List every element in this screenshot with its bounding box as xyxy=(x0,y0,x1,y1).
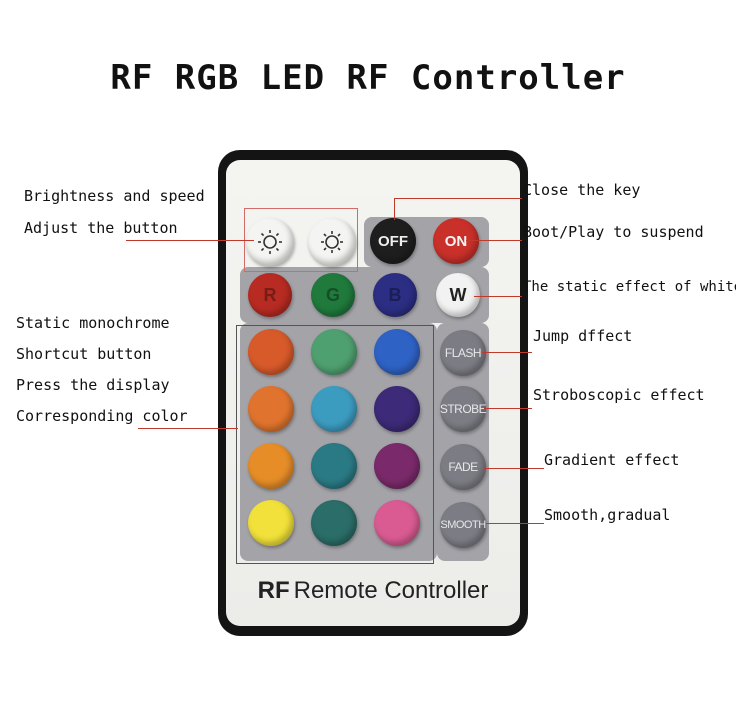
color-grid-highlight-box xyxy=(236,325,434,564)
annotation-boot-play: Boot/Play to suspend xyxy=(523,223,704,241)
strobe-button[interactable]: STROBE xyxy=(440,386,487,432)
leader-line-jump xyxy=(482,352,532,353)
brand-prefix: RF xyxy=(257,577,290,604)
annotation-jump: Jump dffect xyxy=(533,327,633,345)
annotation-static-white: The static effect of white xyxy=(523,279,736,295)
color-button[interactable] xyxy=(311,443,357,489)
flash-button[interactable]: FLASH xyxy=(440,330,486,376)
smooth-button[interactable]: SMOOTH xyxy=(440,502,486,548)
page-title: RF RGB LED RF Controller xyxy=(110,58,626,98)
leader-line-close-key xyxy=(394,198,522,199)
leader-line-boot-play xyxy=(466,240,522,241)
color-button[interactable] xyxy=(311,500,357,546)
color-button[interactable] xyxy=(248,443,294,489)
red-button[interactable]: R xyxy=(248,273,292,317)
annotation-smooth: Smooth,gradual xyxy=(544,506,671,524)
off-button[interactable]: OFF xyxy=(370,218,416,264)
color-button[interactable] xyxy=(374,329,420,375)
leader-line-close-key-drop xyxy=(394,198,395,220)
color-button[interactable] xyxy=(248,500,294,546)
leader-line-brightness xyxy=(126,240,254,241)
annotation-corresponding: Corresponding color xyxy=(16,407,188,425)
on-button[interactable]: ON xyxy=(433,218,479,264)
annotation-close-key: Close the key xyxy=(523,181,641,199)
annotation-press-display: Press the display xyxy=(16,376,170,394)
brightness-up-button[interactable] xyxy=(246,218,294,266)
fade-button[interactable]: FADE xyxy=(440,444,486,490)
annotation-strobe: Stroboscopic effect xyxy=(533,386,705,404)
annotation-brightness-2: Adjust the button xyxy=(24,219,178,237)
color-button[interactable] xyxy=(374,443,420,489)
color-button[interactable] xyxy=(374,500,420,546)
color-button[interactable] xyxy=(248,386,294,432)
leader-line-gradient xyxy=(484,468,544,469)
color-button[interactable] xyxy=(311,329,357,375)
annotation-static-mono: Static monochrome xyxy=(16,314,170,332)
sun-down-icon xyxy=(321,231,343,253)
color-button[interactable] xyxy=(311,386,357,432)
leader-line-smooth xyxy=(486,523,544,524)
blue-button[interactable]: B xyxy=(373,273,417,317)
sun-up-icon xyxy=(258,230,282,254)
annotation-shortcut: Shortcut button xyxy=(16,345,152,363)
green-button[interactable]: G xyxy=(311,273,355,317)
leader-line-strobe xyxy=(484,408,532,409)
brightness-highlight-box xyxy=(244,208,358,272)
brightness-down-button[interactable] xyxy=(308,218,356,266)
brand-rest: Remote Controller xyxy=(293,577,489,604)
color-button[interactable] xyxy=(374,386,420,432)
leader-line-static-white xyxy=(474,296,522,297)
annotation-brightness-1: Brightness and speed xyxy=(24,187,205,205)
color-button[interactable] xyxy=(248,329,294,375)
leader-line-color-grid xyxy=(138,428,238,429)
annotation-gradient: Gradient effect xyxy=(544,451,680,469)
white-button[interactable]: W xyxy=(436,273,480,317)
